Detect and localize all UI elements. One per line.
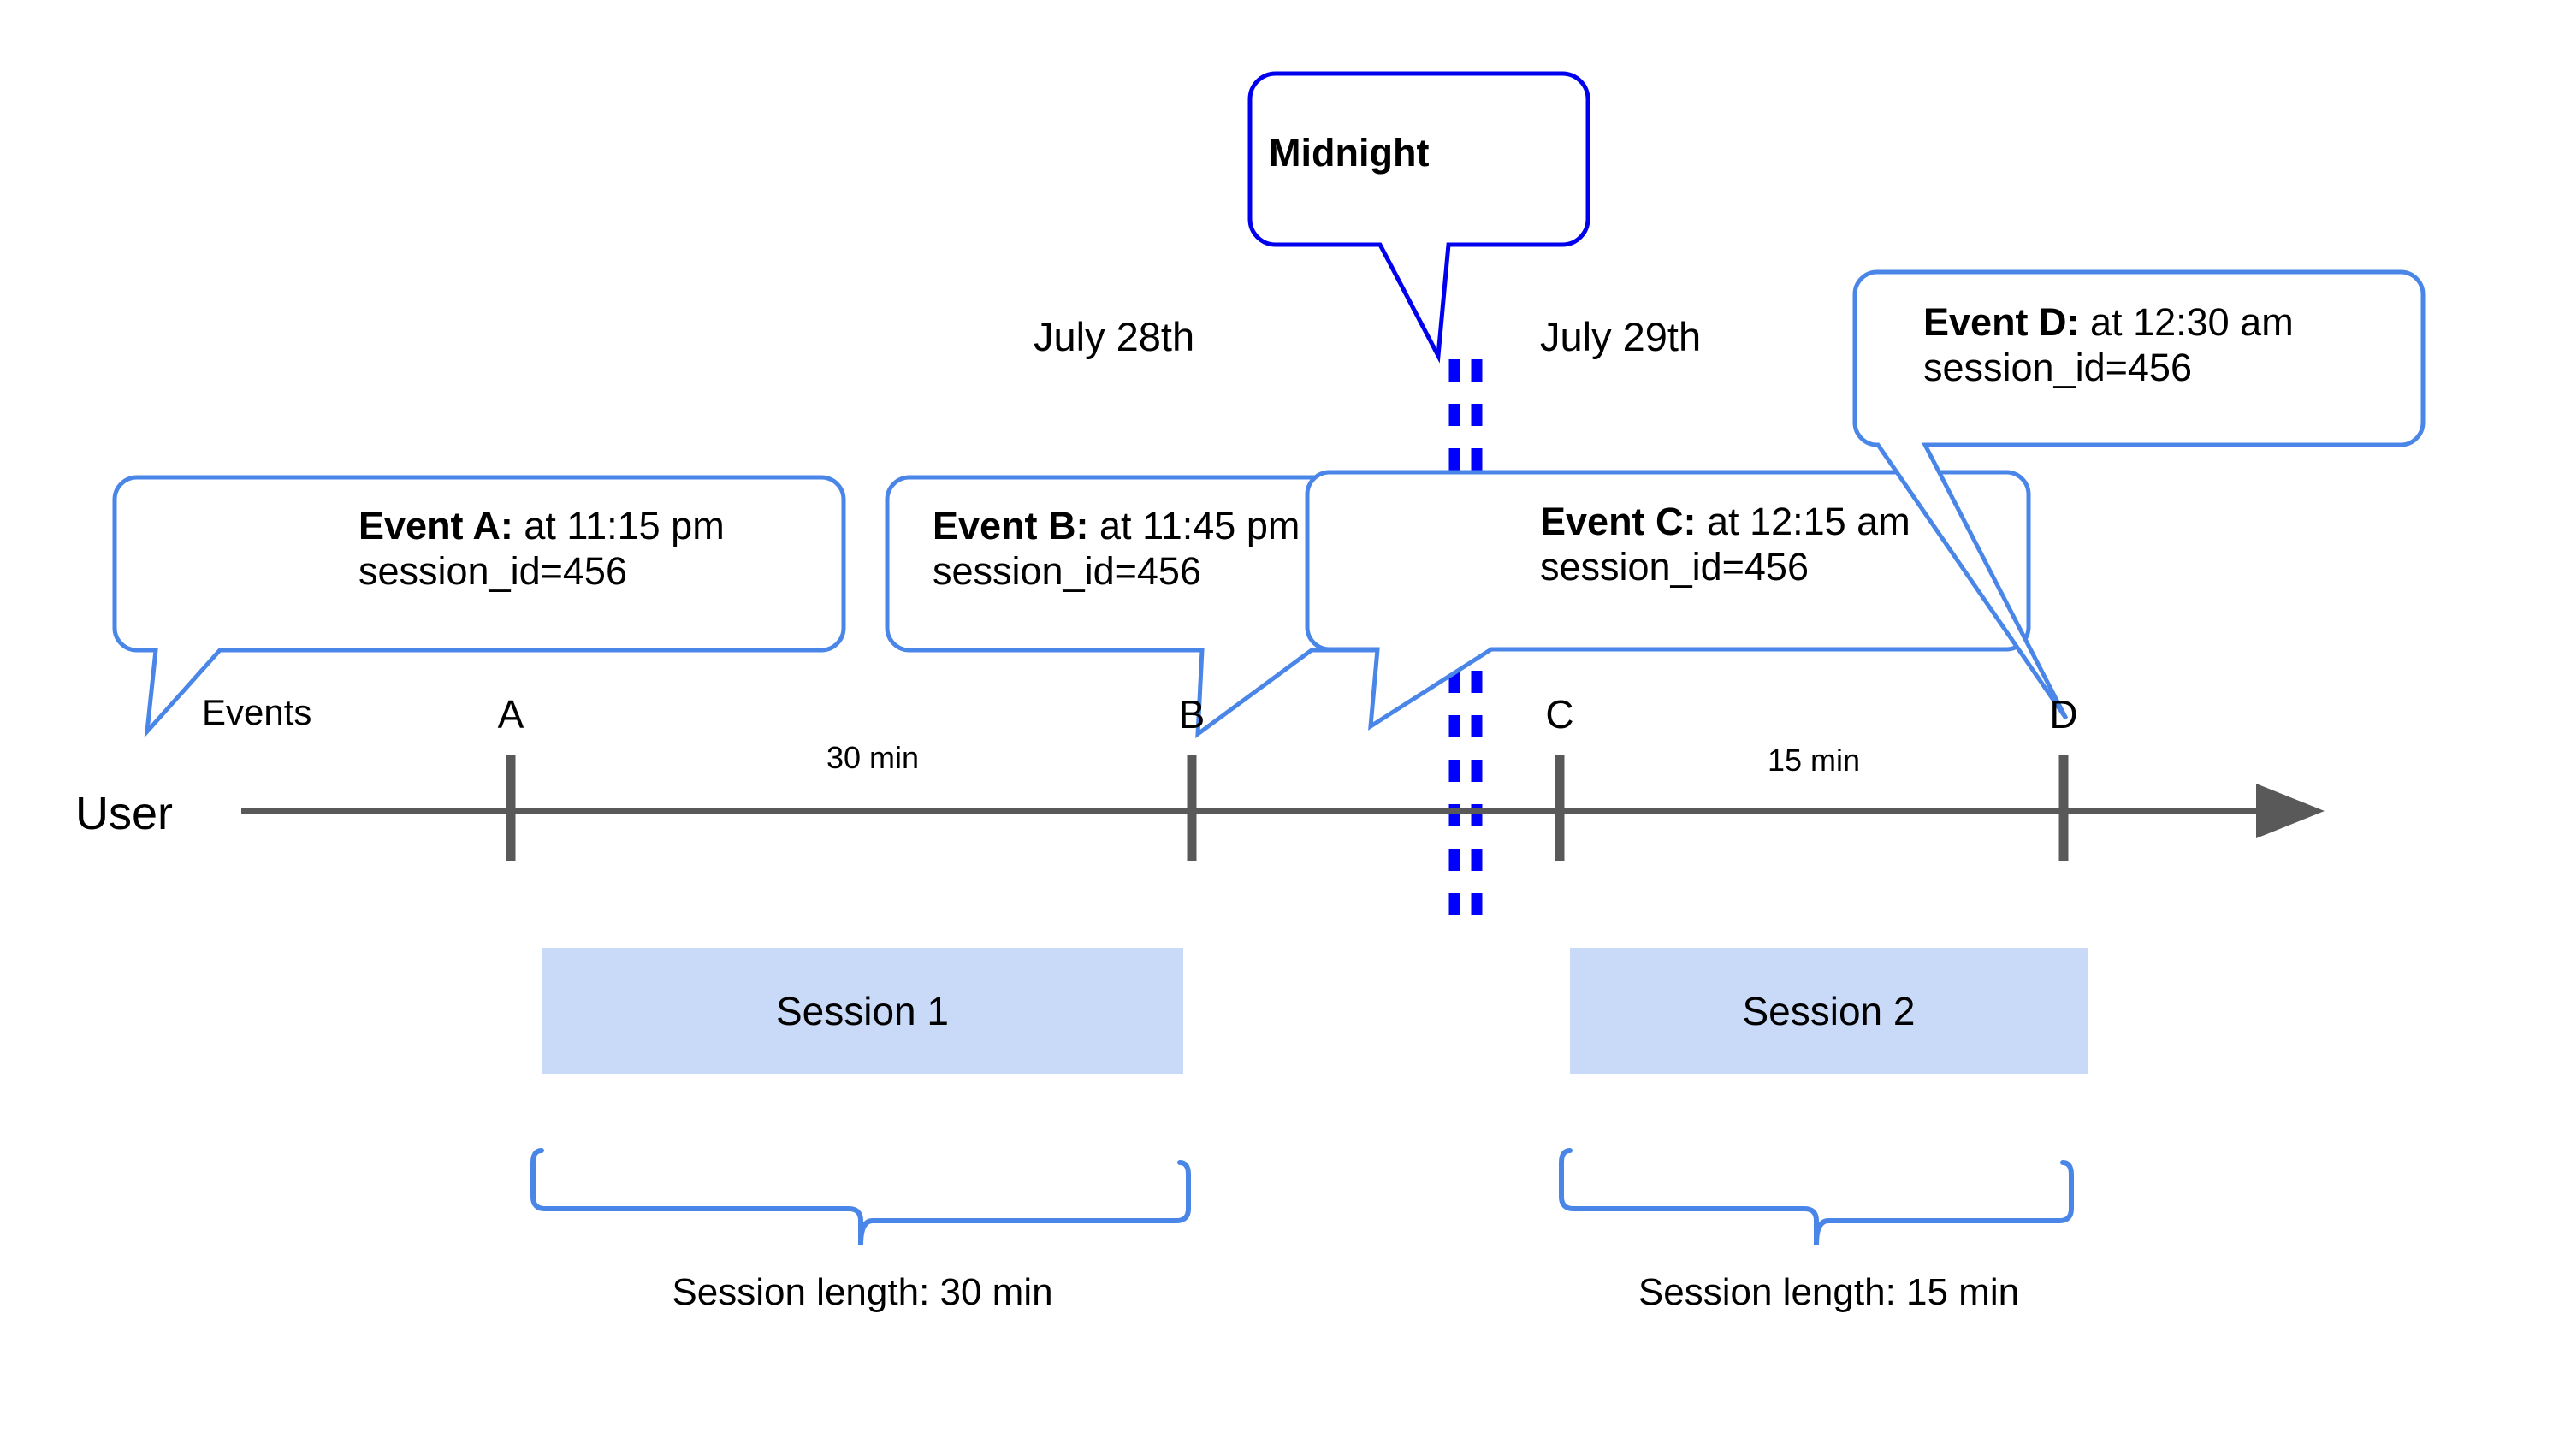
session-1-length-caption: Session length: 30 min <box>672 1271 1053 1313</box>
event-c-callout-shape <box>1305 470 2031 731</box>
event-d-session-id: session_id=456 <box>1923 346 2192 390</box>
duration-label-a-b: 30 min <box>826 740 920 775</box>
session-box-1: Session 1 <box>542 948 1183 1074</box>
session-2-label: Session 2 <box>1742 989 1916 1033</box>
lane-label-user: User <box>75 788 174 839</box>
session-1-brace <box>530 1148 1191 1246</box>
event-c-callout-text: Event C: at 12:15 am session_id=456 <box>1540 499 1910 589</box>
timeline-axis <box>241 755 2325 861</box>
lane-label-events: Events <box>202 692 312 732</box>
event-b-callout-text: Event B: at 11:45 pm session_id=456 <box>933 503 1300 594</box>
marker-label-d: D <box>2049 692 2078 737</box>
marker-label-c: C <box>1545 692 1574 737</box>
session-box-2: Session 2 <box>1570 948 2088 1074</box>
event-d-callout-shape <box>1852 269 2426 720</box>
event-c-session-id: session_id=456 <box>1540 545 1809 589</box>
event-a-callout-text: Event A: at 11:15 pm session_id=456 <box>358 503 725 594</box>
event-a-title: Event A: <box>358 504 513 547</box>
marker-label-a: A <box>497 692 524 737</box>
date-label-july-28: July 28th <box>1034 314 1195 359</box>
event-a-time: at 11:15 pm <box>512 504 725 547</box>
event-c-time: at 12:15 am <box>1696 500 1910 543</box>
event-d-callout-text: Event D: at 12:30 am session_id=456 <box>1923 299 2294 390</box>
session-2-brace <box>1559 1148 2074 1246</box>
event-b-time: at 11:45 pm <box>1088 504 1300 547</box>
event-a-session-id: session_id=456 <box>358 549 627 594</box>
event-b-title: Event B: <box>933 504 1089 547</box>
midnight-callout-shape <box>1247 71 1590 364</box>
session-1-label: Session 1 <box>775 989 949 1033</box>
date-label-july-29: July 29th <box>1540 314 1702 359</box>
session-2-length-caption: Session length: 15 min <box>1638 1271 2020 1313</box>
event-b-session-id: session_id=456 <box>933 549 1201 594</box>
event-a-callout-shape <box>112 475 846 738</box>
event-c-title: Event C: <box>1540 500 1697 543</box>
marker-label-b: B <box>1178 692 1205 737</box>
event-d-title: Event D: <box>1923 300 2080 344</box>
midnight-callout-label: Midnight <box>1269 131 1430 175</box>
event-d-time: at 12:30 am <box>2079 300 2294 344</box>
duration-label-c-d: 15 min <box>1767 743 1861 778</box>
